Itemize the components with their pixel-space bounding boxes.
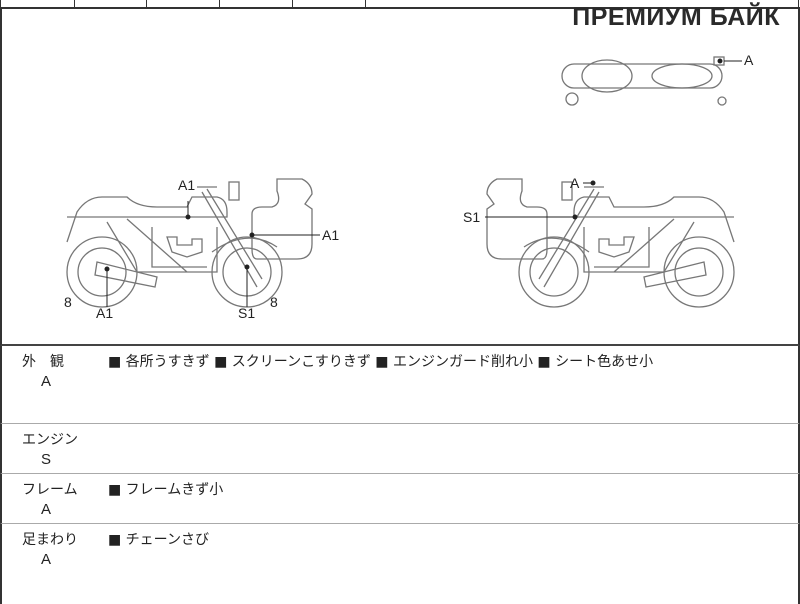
label-rear-tire: 8 xyxy=(64,294,72,310)
label-front-fork: A1 xyxy=(322,227,340,243)
damage-diagram: ПРЕМИУМ БАЙК xyxy=(0,3,800,346)
row-notes: ■ チェーンさび xyxy=(108,532,209,548)
label-right-mirror: A xyxy=(570,175,580,191)
top-view-motorcycle xyxy=(561,56,727,106)
label-right-suspension: S1 xyxy=(463,209,481,225)
row-notes: ■ 各所うすきず ■ スクリーンこすりきず ■ エンジンガード削れ小 ■ シート… xyxy=(108,354,654,370)
label-tank: A1 xyxy=(178,177,196,193)
top-table-strip xyxy=(0,0,800,9)
motorcycle-diagrams xyxy=(66,56,742,308)
row-suspension: 足まわり A ■ チェーンさび xyxy=(0,524,800,604)
row-name: エンジン xyxy=(22,432,78,448)
label-exhaust: A1 xyxy=(96,305,114,321)
label-front-tire: 8 xyxy=(270,294,278,310)
row-name: フレーム xyxy=(22,482,78,498)
row-grade: A xyxy=(41,373,52,390)
row-grade: A xyxy=(41,501,52,518)
row-exterior: 外 観 A ■ 各所うすきず ■ スクリーンこすりきず ■ エンジンガード削れ小… xyxy=(0,346,800,424)
label-top-mirror: A xyxy=(744,52,754,68)
brand-logo: ПРЕМИУМ БАЙК xyxy=(572,3,780,31)
row-grade: S xyxy=(41,451,52,468)
row-engine: エンジン S xyxy=(0,424,800,474)
row-name: 外 観 xyxy=(22,354,64,370)
row-grade: A xyxy=(41,551,52,568)
row-notes: ■ フレームきず小 xyxy=(108,482,224,498)
row-name: 足まわり xyxy=(22,532,78,548)
row-frame: フレーム A ■ フレームきず小 xyxy=(0,474,800,524)
label-front-suspension: S1 xyxy=(238,305,256,321)
